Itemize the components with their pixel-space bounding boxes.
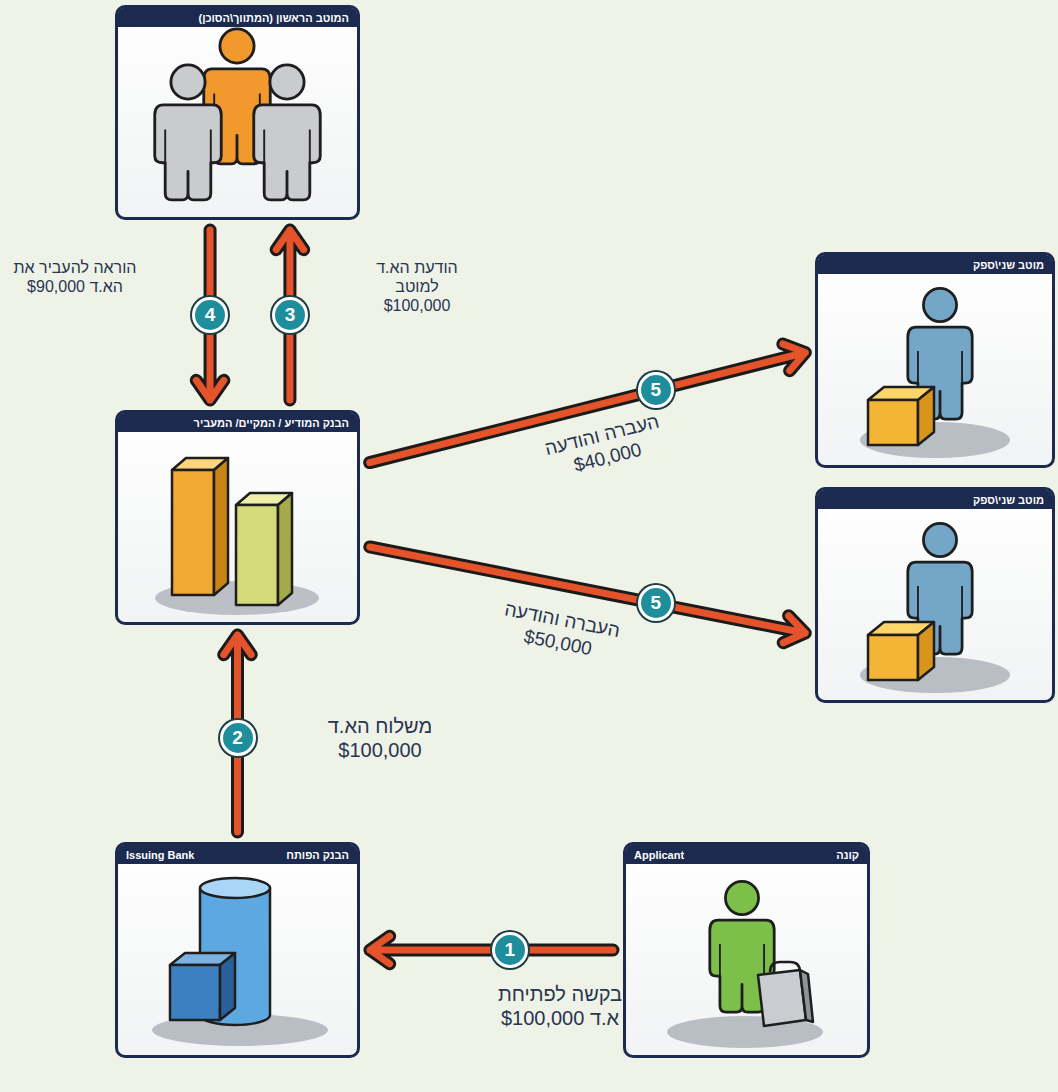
box-header: המוטב הראשון (המתווך\הסוכן) — [118, 8, 357, 27]
box-title: Issuing Bank — [126, 849, 194, 861]
issuing-bank-icon — [152, 878, 328, 1046]
box-title: מוטב שני\ספק — [973, 259, 1044, 271]
step-description: העברה והודעה $40,000 — [527, 407, 684, 488]
supplier-icon — [860, 523, 1010, 693]
bank-bars-icon — [155, 458, 319, 615]
box-header: הבנק הפותח Issuing Bank — [118, 845, 357, 864]
callout-number: 1 — [492, 932, 528, 968]
callout-number: 4 — [192, 297, 228, 333]
box-title: הבנק הפותח — [286, 849, 349, 861]
supplier-box: מוטב שני\ספק — [815, 487, 1055, 703]
box-title: מוטב שני\ספק — [973, 494, 1044, 506]
box-title: המוטב הראשון (המתווך\הסוכן) — [198, 12, 349, 24]
box-title: הבנק המודיע / המקיים/ המעביר — [194, 417, 349, 429]
step-description: הוראה להעביר את הא.ד $90,000 — [10, 258, 140, 296]
step-description: הודעת הא.ד למוטב $100,000 — [362, 258, 472, 316]
box-header: הבנק המודיע / המקיים/ המעביר — [118, 413, 357, 432]
bank-box: הבנק הפותח Issuing Bank — [115, 842, 360, 1058]
callout-number: 2 — [220, 720, 256, 756]
buyer-box: קונה Applicant — [623, 842, 870, 1058]
box-title: קונה — [836, 849, 859, 861]
callout-number: 5 — [638, 585, 674, 621]
box-header: מוטב שני\ספק — [818, 490, 1052, 509]
beneficiary-box: המוטב הראשון (המתווך\הסוכן) — [115, 5, 360, 220]
buyer-icon — [667, 881, 823, 1048]
supplier-icon — [860, 288, 1010, 458]
box-title: Applicant — [634, 849, 684, 861]
people-icon — [155, 29, 321, 200]
box-header: קונה Applicant — [626, 845, 867, 864]
step-description: העברה והודעה $50,000 — [482, 595, 638, 668]
step-description: בקשה לפתיחת א.ד $100,000 — [495, 982, 625, 1030]
bank-box: הבנק המודיע / המקיים/ המעביר — [115, 410, 360, 625]
step-description: משלוח הא.ד $100,000 — [295, 714, 465, 762]
box-header: מוטב שני\ספק — [818, 255, 1052, 274]
box-grounds — [115, 5, 1055, 1058]
supplier-box: מוטב שני\ספק — [815, 252, 1055, 468]
callout-number: 5 — [638, 372, 674, 408]
callout-number: 3 — [272, 297, 308, 333]
